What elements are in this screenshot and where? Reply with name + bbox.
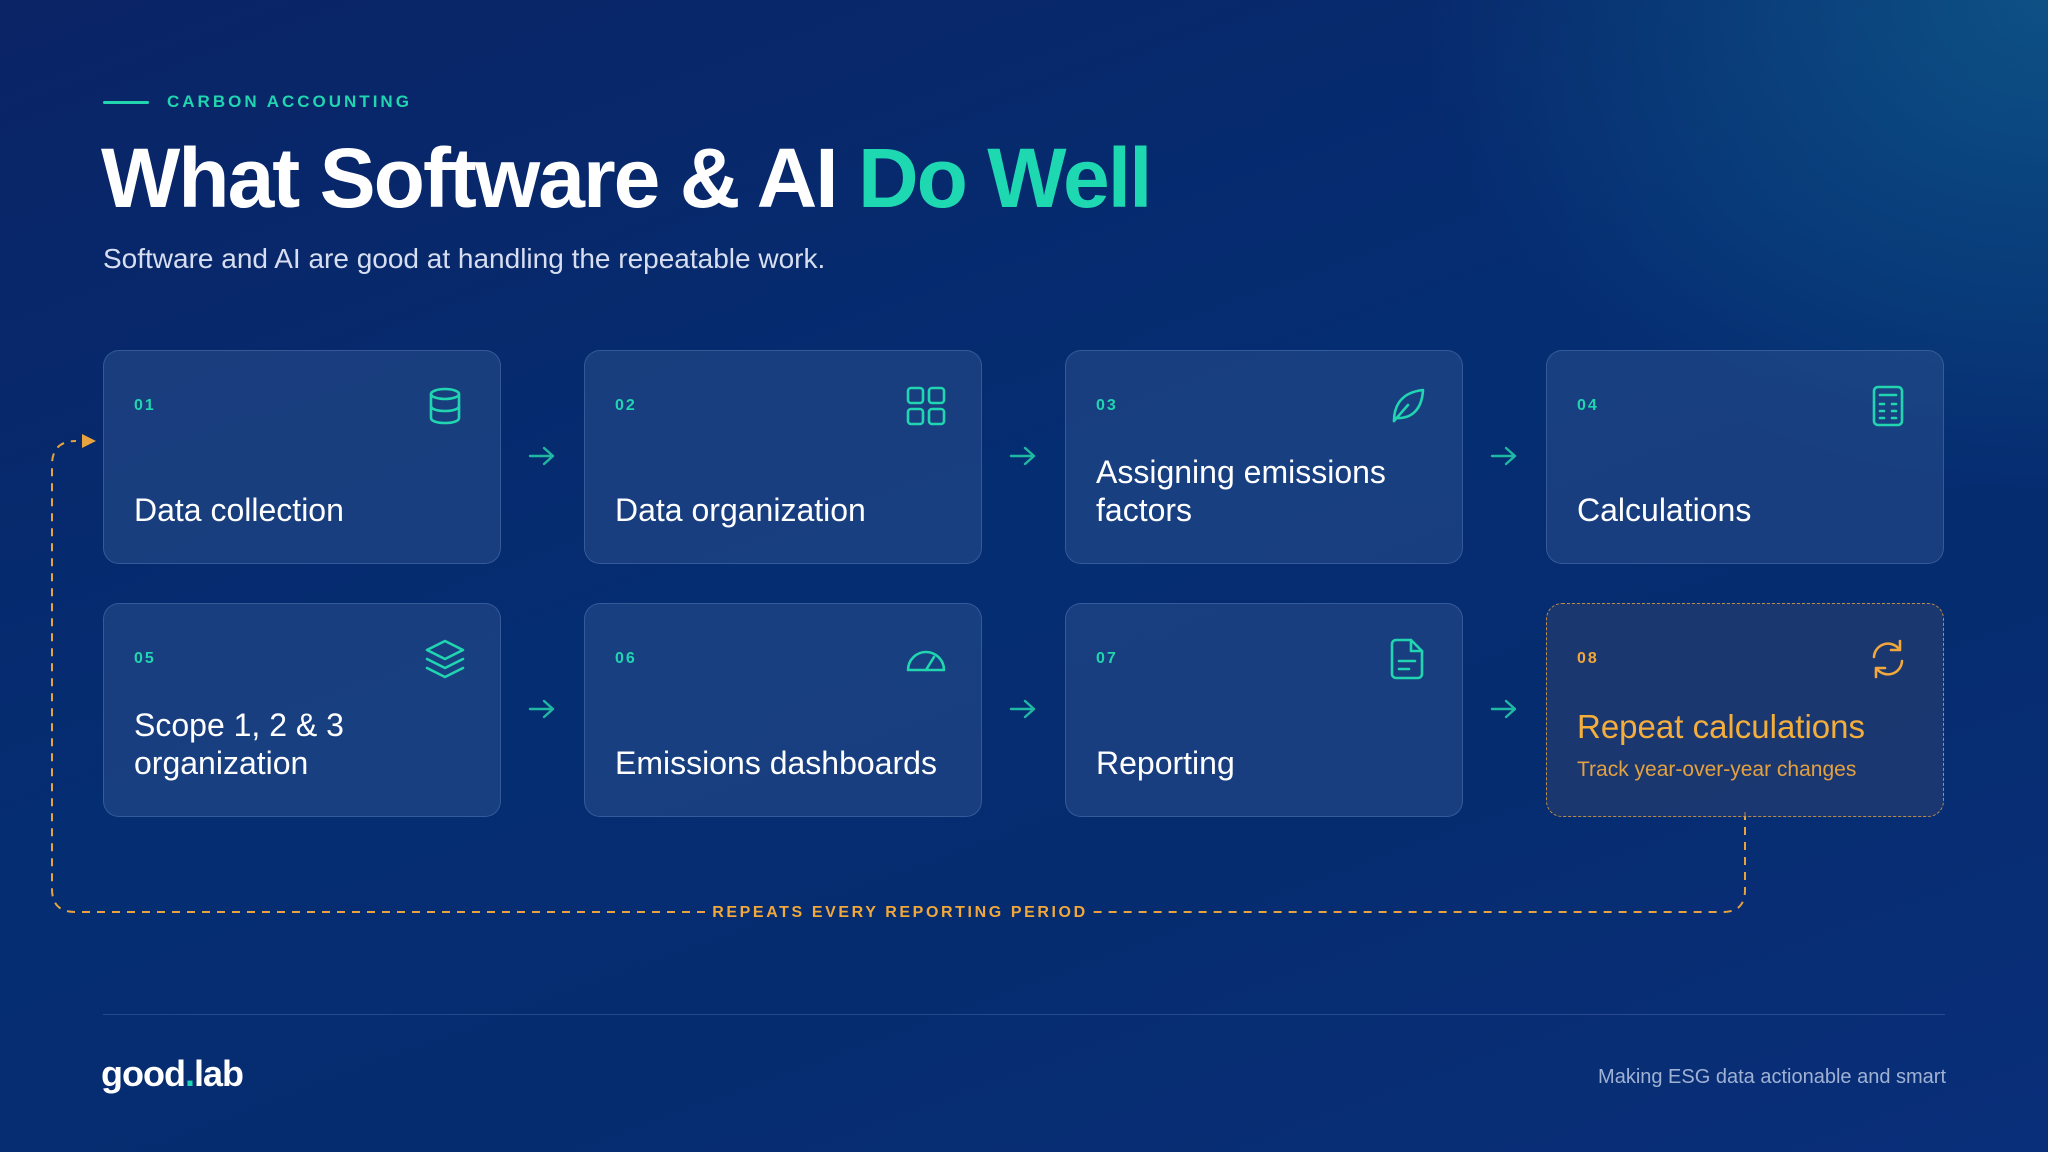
step-number: 05 bbox=[134, 650, 156, 667]
footer-divider bbox=[103, 1014, 1945, 1015]
step-number: 06 bbox=[615, 650, 637, 667]
step-number: 02 bbox=[615, 397, 637, 414]
title-main: What Software & AI bbox=[101, 131, 858, 225]
step-label: Data organization bbox=[615, 492, 866, 528]
arrow-right-icon bbox=[528, 699, 555, 719]
footer-tagline: Making ESG data actionable and smart bbox=[1598, 1066, 1946, 1088]
title-accent: Do Well bbox=[857, 131, 1152, 225]
step-label: Assigning emissions factors bbox=[1096, 454, 1386, 528]
arrow-right-icon bbox=[1490, 699, 1517, 719]
database-icon bbox=[429, 387, 461, 425]
refresh-icon bbox=[1872, 639, 1904, 679]
logo-main: good bbox=[101, 1053, 186, 1094]
step-label: Data collection bbox=[134, 492, 344, 528]
arrow-right-icon bbox=[1009, 446, 1036, 466]
logo-dot: . bbox=[184, 1053, 195, 1094]
logo-end: lab bbox=[193, 1053, 244, 1094]
step-number: 07 bbox=[1096, 650, 1118, 667]
step-card-07[interactable]: 07 Reporting bbox=[1065, 603, 1463, 817]
step-sublabel: Track year-over-year changes bbox=[1577, 758, 1857, 781]
step-label: Emissions dashboards bbox=[615, 745, 937, 781]
loop-label: REPEATS EVERY REPORTING PERIOD bbox=[712, 904, 1088, 921]
step-card-04[interactable]: 04 Calculations bbox=[1546, 350, 1944, 564]
loop-arrowhead bbox=[82, 434, 96, 448]
document-icon bbox=[1390, 638, 1424, 680]
step-label: Reporting bbox=[1096, 745, 1235, 781]
gauge-icon bbox=[906, 650, 946, 672]
step-card-05[interactable]: 05 Scope 1, 2 & 3 organization bbox=[103, 603, 501, 817]
step-number: 04 bbox=[1577, 397, 1599, 414]
arrow-right-icon bbox=[528, 446, 555, 466]
leaf-icon bbox=[1392, 388, 1425, 423]
step-number: 03 bbox=[1096, 397, 1118, 414]
step-number: 01 bbox=[134, 397, 156, 414]
grid-icon bbox=[906, 386, 946, 426]
step-card-08[interactable]: 08 Repeat calculations Track year-over-y… bbox=[1546, 603, 1944, 817]
layers-icon bbox=[425, 639, 465, 679]
page-title: What Software & AI Do Well bbox=[101, 128, 1152, 228]
eyebrow: CARBON ACCOUNTING bbox=[103, 92, 412, 112]
step-label: Calculations bbox=[1577, 492, 1752, 528]
step-label: Repeat calculations bbox=[1577, 708, 1866, 745]
step-number: 08 bbox=[1577, 650, 1599, 667]
page-subtitle: Software and AI are good at handling the… bbox=[103, 243, 826, 274]
arrow-right-icon bbox=[1490, 446, 1517, 466]
step-card-02[interactable]: 02 Data organization bbox=[584, 350, 982, 564]
eyebrow-text: CARBON ACCOUNTING bbox=[167, 92, 412, 111]
step-label: Scope 1, 2 & 3 organization bbox=[134, 707, 344, 781]
step-card-01[interactable]: 01 Data collection bbox=[103, 350, 501, 564]
step-card-03[interactable]: 03 Assigning emissions factors bbox=[1065, 350, 1463, 564]
arrow-right-icon bbox=[1009, 699, 1036, 719]
eyebrow-line bbox=[103, 100, 149, 104]
logo: good.lab bbox=[101, 1053, 244, 1095]
step-card-06[interactable]: 06 Emissions dashboards bbox=[584, 603, 982, 817]
calculator-icon bbox=[1872, 385, 1904, 427]
